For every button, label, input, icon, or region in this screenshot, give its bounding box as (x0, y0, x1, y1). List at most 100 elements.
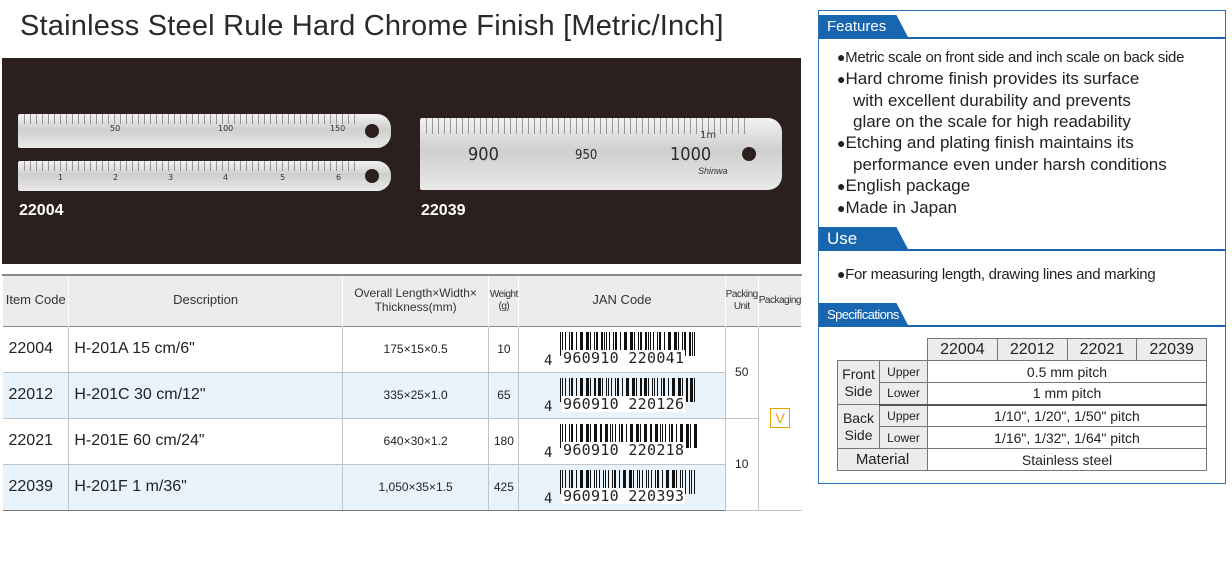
barcode-first-digit: 4 (544, 490, 553, 507)
spec-header-row: 22004 22012 22021 22039 (838, 338, 1207, 361)
features-list: ●Metric scale on front side and inch sca… (837, 47, 1227, 219)
ruler-22039-image: 1m 900 950 1000 Shinwa (420, 118, 782, 190)
barcode-image: 4 960910 220393 (542, 467, 702, 507)
specifications-table: 22004 22012 22021 22039 Front Side Upper… (837, 338, 1207, 471)
spec-upper: Upper (879, 404, 928, 427)
use-text: ●For measuring length, drawing lines and… (837, 266, 1156, 283)
item-dimensions: 640×30×1.2 (342, 418, 490, 465)
spec-row: Material Stainless steel (837, 448, 1207, 471)
feature-item-continued: glare on the scale for high readability (853, 112, 1131, 131)
item-weight: 425 (488, 464, 520, 511)
table-row: 22039 H-201F 1 m/36" 1,050×35×1.5 425 4 … (2, 464, 802, 511)
barcode-bars (560, 331, 696, 356)
ruler-number: 3 (168, 173, 174, 182)
item-dimensions: 1,050×35×1.5 (342, 464, 490, 511)
spec-front-lower-value: 1 mm pitch (927, 382, 1207, 406)
packaging-cell: V (758, 326, 802, 511)
feature-item-continued: with excellent durability and prevents (853, 91, 1131, 110)
ruler-22004-front-image: 50 100 150 (18, 114, 391, 148)
feature-item: ●English package (837, 176, 971, 195)
spec-row: Back Side Upper 1/10", 1/20", 1/50" pitc… (837, 404, 1207, 449)
ruler-big-number: 950 (575, 148, 598, 163)
item-code: 22004 (2, 326, 70, 373)
spec-upper: Upper (879, 360, 928, 383)
ruler-big-number: 900 (468, 144, 499, 165)
spec-code: 22004 (927, 338, 998, 361)
header-packing-unit: Packing Unit (724, 275, 759, 326)
ruler-number: 6 (336, 173, 342, 182)
photo-label-22004: 22004 (19, 202, 64, 219)
spec-code: 22039 (1136, 338, 1207, 361)
table-header-row: Item Code Description Overall Length×Wid… (1, 275, 803, 326)
product-table: Item Code Description Overall Length×Wid… (1, 274, 803, 511)
item-code: 22021 (2, 418, 70, 465)
barcode-first-digit: 4 (544, 444, 553, 461)
page-title: Stainless Steel Rule Hard Chrome Finish … (20, 10, 724, 42)
spec-row: Lower 1/16", 1/32", 1/64" pitch (838, 426, 1207, 449)
packing-unit: 10 (725, 418, 759, 511)
ruler-number: 1 (58, 173, 64, 182)
barcode-digits: 960910 220126 (562, 394, 686, 413)
ruler-unit: 1m (700, 130, 717, 141)
feature-item: ●Etching and plating finish maintains it… (837, 133, 1134, 152)
item-weight: 10 (488, 326, 520, 373)
spec-back-side: Back Side (837, 404, 880, 449)
feature-item-continued: performance even under harsh conditions (853, 155, 1167, 174)
table-row: 22004 H-201A 15 cm/6" 175×15×0.5 10 4 96… (2, 326, 802, 511)
ruler-number: 5 (280, 173, 286, 182)
spec-back-upper-value: 1/10", 1/20", 1/50" pitch (927, 404, 1207, 427)
ruler-logo: Shinwa (698, 166, 728, 176)
item-code: 22012 (2, 372, 70, 419)
features-heading: Features (819, 15, 909, 39)
ruler-number: 4 (223, 173, 229, 182)
item-dimensions: 335×25×1.0 (342, 372, 490, 419)
ruler-22004-back-image: 1 2 3 4 5 6 (18, 161, 391, 191)
spec-code: 22021 (1066, 338, 1138, 361)
ruler-number: 2 (113, 173, 119, 182)
header-description: Description (68, 275, 343, 326)
spec-code: 22012 (996, 338, 1068, 361)
header-weight: Weight (g) (488, 275, 520, 326)
item-dimensions: 175×15×0.5 (342, 326, 490, 373)
packing-unit: 50 (725, 326, 759, 419)
spec-back-lower-value: 1/16", 1/32", 1/64" pitch (927, 426, 1207, 449)
spec-material-label: Material (837, 448, 928, 471)
table-row: 22021 H-201E 60 cm/24" 640×30×1.2 180 4 … (2, 418, 802, 511)
barcode-first-digit: 4 (544, 398, 553, 415)
spec-front-side: Front Side (837, 360, 880, 405)
barcode-image: 4 960910 220126 (542, 375, 702, 415)
barcode-digits: 960910 220218 (562, 440, 686, 459)
jan-code: 4 960910 220218 (518, 418, 726, 465)
header-packaging: Packaging (757, 275, 803, 326)
barcode-first-digit: 4 (544, 352, 553, 369)
use-heading: Use (819, 227, 909, 251)
ruler-big-number: 1000 (670, 144, 712, 165)
spec-row: Lower 1 mm pitch (838, 382, 1207, 406)
barcode-image: 4 960910 220218 (542, 421, 702, 461)
spec-row: Front Side Upper 0.5 mm pitch (837, 360, 1207, 405)
header-jan: JAN Code (518, 275, 726, 326)
barcode-bars (560, 377, 696, 402)
spec-lower: Lower (879, 426, 928, 449)
item-description: H-201E 60 cm/24" (68, 418, 343, 465)
jan-code: 4 960910 220393 (518, 464, 726, 511)
jan-code: 4 960910 220041 (518, 326, 726, 373)
feature-item: ●Made in Japan (837, 198, 957, 217)
info-panel: Features ●Metric scale on front side and… (818, 10, 1226, 484)
header-dimensions: Overall Length×Width× Thickness(mm) (341, 275, 490, 326)
header-item-code: Item Code (1, 275, 70, 326)
spec-material-value: Stainless steel (927, 448, 1207, 471)
ruler-number: 50 (110, 124, 121, 133)
barcode-bars (560, 469, 696, 494)
table-row: 22012 H-201C 30 cm/12" 335×25×1.0 65 4 9… (2, 372, 802, 419)
item-description: H-201C 30 cm/12" (68, 372, 343, 419)
feature-item: ●Hard chrome finish provides its surface (837, 69, 1140, 88)
product-photo: 50 100 150 1 2 3 4 5 6 22004 1m 900 950 … (2, 58, 801, 264)
barcode-image: 4 960910 220041 (542, 329, 702, 369)
barcode-bars (560, 423, 698, 448)
item-weight: 65 (488, 372, 520, 419)
item-description: H-201F 1 m/36" (68, 464, 343, 511)
photo-label-22039: 22039 (421, 202, 466, 219)
feature-item: ●Metric scale on front side and inch sca… (837, 49, 1185, 66)
barcode-digits: 960910 220393 (562, 486, 686, 505)
